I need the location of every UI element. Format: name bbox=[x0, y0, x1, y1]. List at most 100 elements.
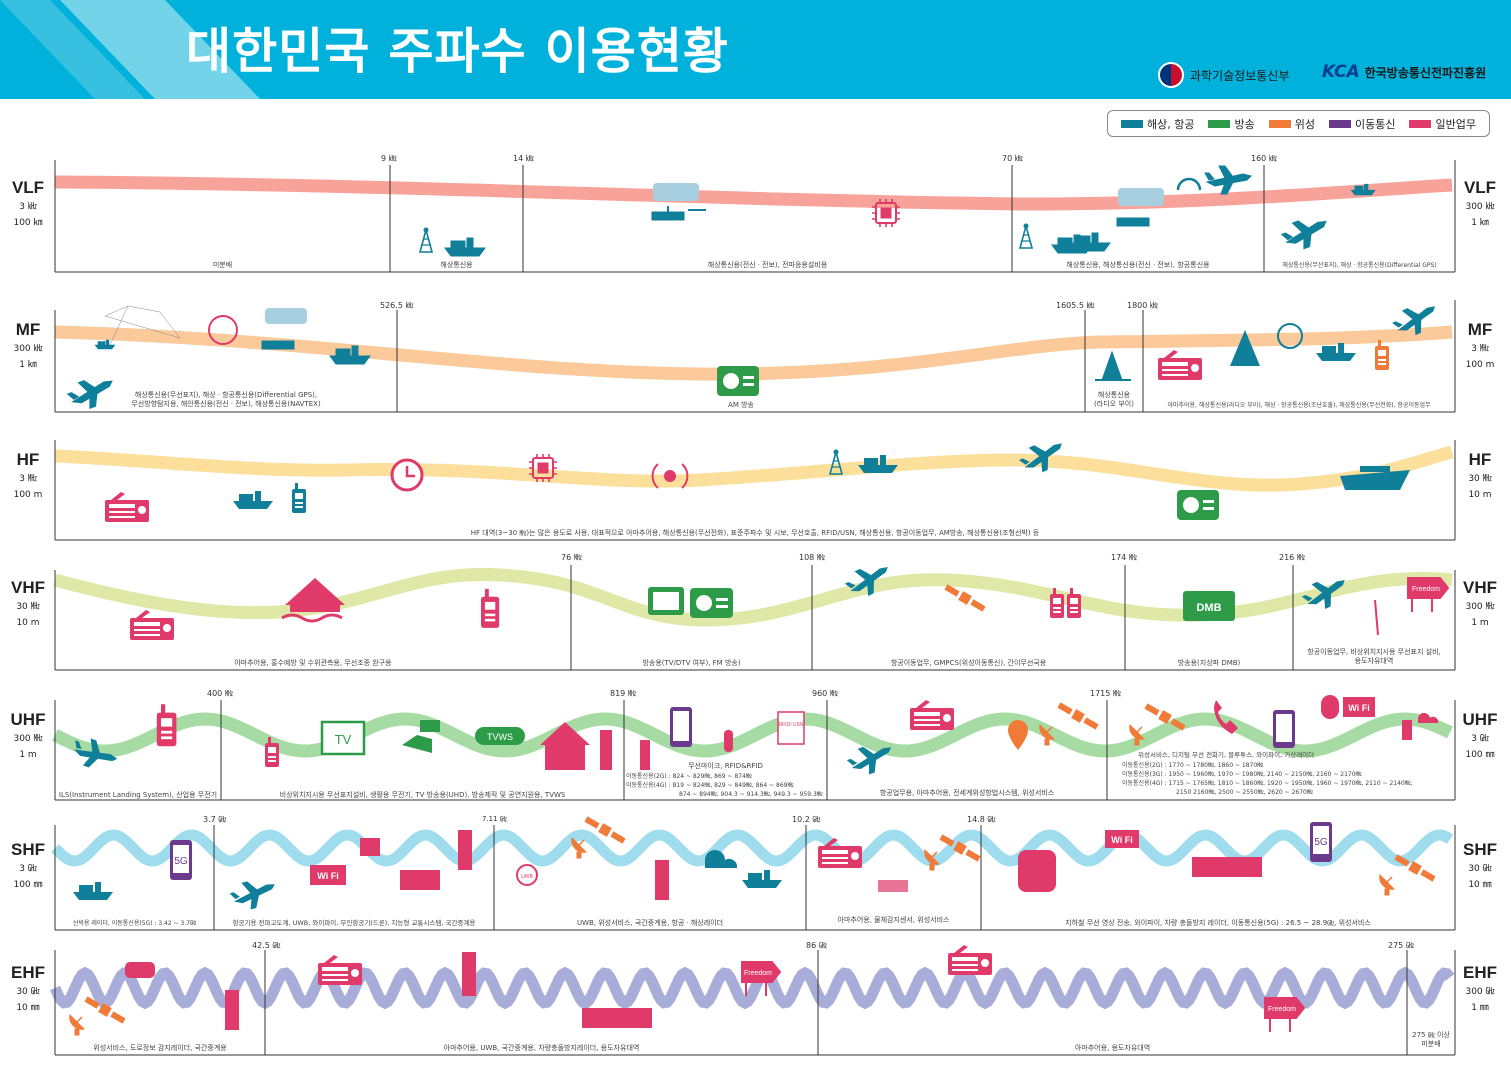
ehf-frame bbox=[54, 950, 1456, 1056]
shf-ship-icon-2 bbox=[742, 870, 782, 888]
tick-label: 9 ㎑ bbox=[381, 154, 397, 163]
uhf-camera-crew-icon bbox=[402, 720, 440, 753]
usage-label: 275 ㎓ 이상 bbox=[1412, 1031, 1450, 1039]
legend-label: 이동통신 bbox=[1354, 117, 1396, 131]
ehf-relay-tower-icon bbox=[225, 990, 239, 1030]
band-freq: 3 ㎓ bbox=[19, 864, 37, 874]
uhf-cloud-icon bbox=[1417, 712, 1439, 723]
uhf-satellite-icon bbox=[1056, 700, 1100, 732]
shf-car-collision-icon bbox=[1192, 857, 1262, 877]
tick-label: 526.5 ㎑ bbox=[380, 301, 414, 310]
usage-label: 2150 2160㎒, 2500 ~ 2550㎒, 2620 ~ 2670㎒ bbox=[1176, 789, 1313, 796]
ehf-relay-tower-icon-2 bbox=[462, 952, 476, 996]
band-name: UHF bbox=[1462, 710, 1498, 729]
band-freq: 300 ㎑ bbox=[13, 344, 43, 354]
mf-frame bbox=[54, 300, 1456, 413]
taegeuk-emblem-icon bbox=[1158, 62, 1184, 88]
shf-frame bbox=[54, 825, 1456, 931]
tick-label: 7.11 ㎓ bbox=[482, 815, 507, 823]
usage-label: 해상통신용 bbox=[1097, 391, 1131, 399]
uhf-band-section: TV TVWS RFID/ USN Wi Fi bbox=[52, 695, 1456, 801]
kca-logo-brand: KCA bbox=[1322, 62, 1360, 82]
msit-logo-text: 과학기술정보통신부 bbox=[1190, 68, 1290, 83]
usage-label: 아마추어용, 물체감지센서, 위성서비스 bbox=[837, 916, 950, 924]
uhf-rfid-tag-icon bbox=[777, 711, 805, 745]
legend-label: 해상, 항공 bbox=[1147, 117, 1195, 131]
tick-label: 216 ㎒ bbox=[1279, 553, 1305, 562]
hf-signal-icon bbox=[664, 470, 676, 482]
band-name: EHF bbox=[1463, 963, 1497, 982]
band-wavelength: 100 m bbox=[13, 490, 43, 500]
hf-band-section bbox=[54, 434, 1456, 541]
band-name: UHF bbox=[10, 710, 46, 729]
usage-label: 아마추어용, UWB, 국간중계용, 차량충돌방지레이더, 용도자유대역 bbox=[443, 1044, 640, 1052]
ehf-freedom-sign-icon-2 bbox=[1264, 997, 1306, 1032]
vhf-beacon-icon bbox=[1374, 599, 1379, 636]
usage-label: 위성서비스, 디지털 무선 전화기, 블루투스, 와이파이, 기상레이더 bbox=[1138, 751, 1315, 759]
vlf-band-section bbox=[54, 160, 1456, 273]
hf-frame bbox=[54, 440, 1456, 541]
usage-label: 지하철 무선 영상 전송, 와이파이, 차량 충돌방지 레이더, 이동통신용(5… bbox=[1065, 919, 1371, 927]
shf-5g-phone-screen bbox=[173, 845, 189, 873]
shf-wifi-badge-2 bbox=[1105, 830, 1139, 848]
band-name: MF bbox=[15, 320, 41, 339]
uhf-rfid-text: RFID/ USN bbox=[779, 722, 804, 728]
band-freq: 3 ㎓ bbox=[1471, 734, 1489, 744]
band-freq: 300 ㎑ bbox=[1465, 202, 1495, 212]
legend-item-general: 일반업무 bbox=[1409, 116, 1476, 132]
shf-sensor-icon bbox=[878, 880, 908, 892]
ehf-freedom-sign-icon bbox=[741, 961, 782, 996]
shf-relay-tower-icon bbox=[458, 830, 472, 870]
legend: 해상, 항공 방송 위성 이동통신 일반업무 bbox=[1107, 110, 1490, 137]
tick-label: 108 ㎒ bbox=[799, 553, 825, 562]
mf-am-radio-icon bbox=[717, 366, 759, 396]
uhf-gps-pin-icon bbox=[1008, 720, 1028, 750]
uhf-tvws-text: TVWS bbox=[487, 732, 513, 742]
usage-label: 해상통신용(전신ㆍ전보), 전파응용설비용 bbox=[707, 261, 828, 269]
hf-radio-icon-green bbox=[1177, 490, 1219, 520]
usage-label: 항공업무용, 아마추어용, 전세계위성항법시스템, 위성서비스 bbox=[879, 789, 1055, 797]
legend-swatch bbox=[1208, 119, 1231, 128]
band-wavelength: 1 ㎞ bbox=[1471, 218, 1489, 228]
uhf-wifi-text: Wi Fi bbox=[1348, 703, 1369, 713]
usage-label: 874 ~ 894㎒, 904.3 ~ 914.3㎒, 949.3 ~ 959.… bbox=[679, 791, 823, 798]
band-freq: 30 ㎓ bbox=[1468, 864, 1492, 874]
vlf-icons bbox=[419, 165, 1376, 257]
uhf-tvws-badge bbox=[475, 727, 525, 745]
usage-label: 무선마이크, RFID&RFID bbox=[688, 762, 763, 770]
shf-5g-phone-screen-2 bbox=[1313, 826, 1329, 854]
hf-walkie-icon bbox=[292, 483, 306, 513]
usage-label: 이동통신용(2G) : 1770 ~ 1780㎒, 1860 ~ 1870㎒ bbox=[1122, 762, 1264, 769]
tick-label: 160 ㎑ bbox=[1251, 154, 1277, 163]
usage-label: (라디오 부이) bbox=[1094, 400, 1134, 408]
vhf-tv-radio-icons bbox=[648, 587, 733, 618]
uhf-tv-text: TV bbox=[335, 732, 352, 747]
legend-item-mobile: 이동통신 bbox=[1328, 116, 1396, 132]
tick-label: 76 ㎒ bbox=[561, 553, 582, 562]
shf-traffic-system-icon bbox=[400, 870, 440, 890]
uhf-phone-screen-2 bbox=[1276, 714, 1292, 742]
shf-subway-icon bbox=[1018, 850, 1056, 892]
vlf-frame bbox=[55, 160, 1456, 273]
mf-buoy-icon bbox=[1095, 350, 1131, 381]
msit-logo: 과학기술정보통신부 bbox=[1158, 62, 1289, 88]
usage-label: 항공이동업무, GMPCS(위성이동통신), 간이무선국용 bbox=[890, 659, 1047, 667]
usage-label: 미분배 bbox=[212, 261, 233, 269]
vlf-dividers bbox=[54, 160, 1265, 272]
mf-icons bbox=[64, 305, 371, 415]
tick-label: 275 ㎓ bbox=[1388, 941, 1414, 950]
kca-logo: KCA 한국방송통신전파진흥원 bbox=[1322, 62, 1486, 82]
tick-label: 14 ㎑ bbox=[513, 154, 534, 163]
hf-clock-hands bbox=[405, 466, 415, 478]
tick-label: 70 ㎑ bbox=[1002, 154, 1023, 163]
hf-ship-icon bbox=[233, 491, 273, 509]
shf-plane-icon bbox=[227, 874, 280, 914]
legend-label: 방송 bbox=[1234, 117, 1255, 131]
ehf-radio-icon-2 bbox=[948, 945, 992, 975]
